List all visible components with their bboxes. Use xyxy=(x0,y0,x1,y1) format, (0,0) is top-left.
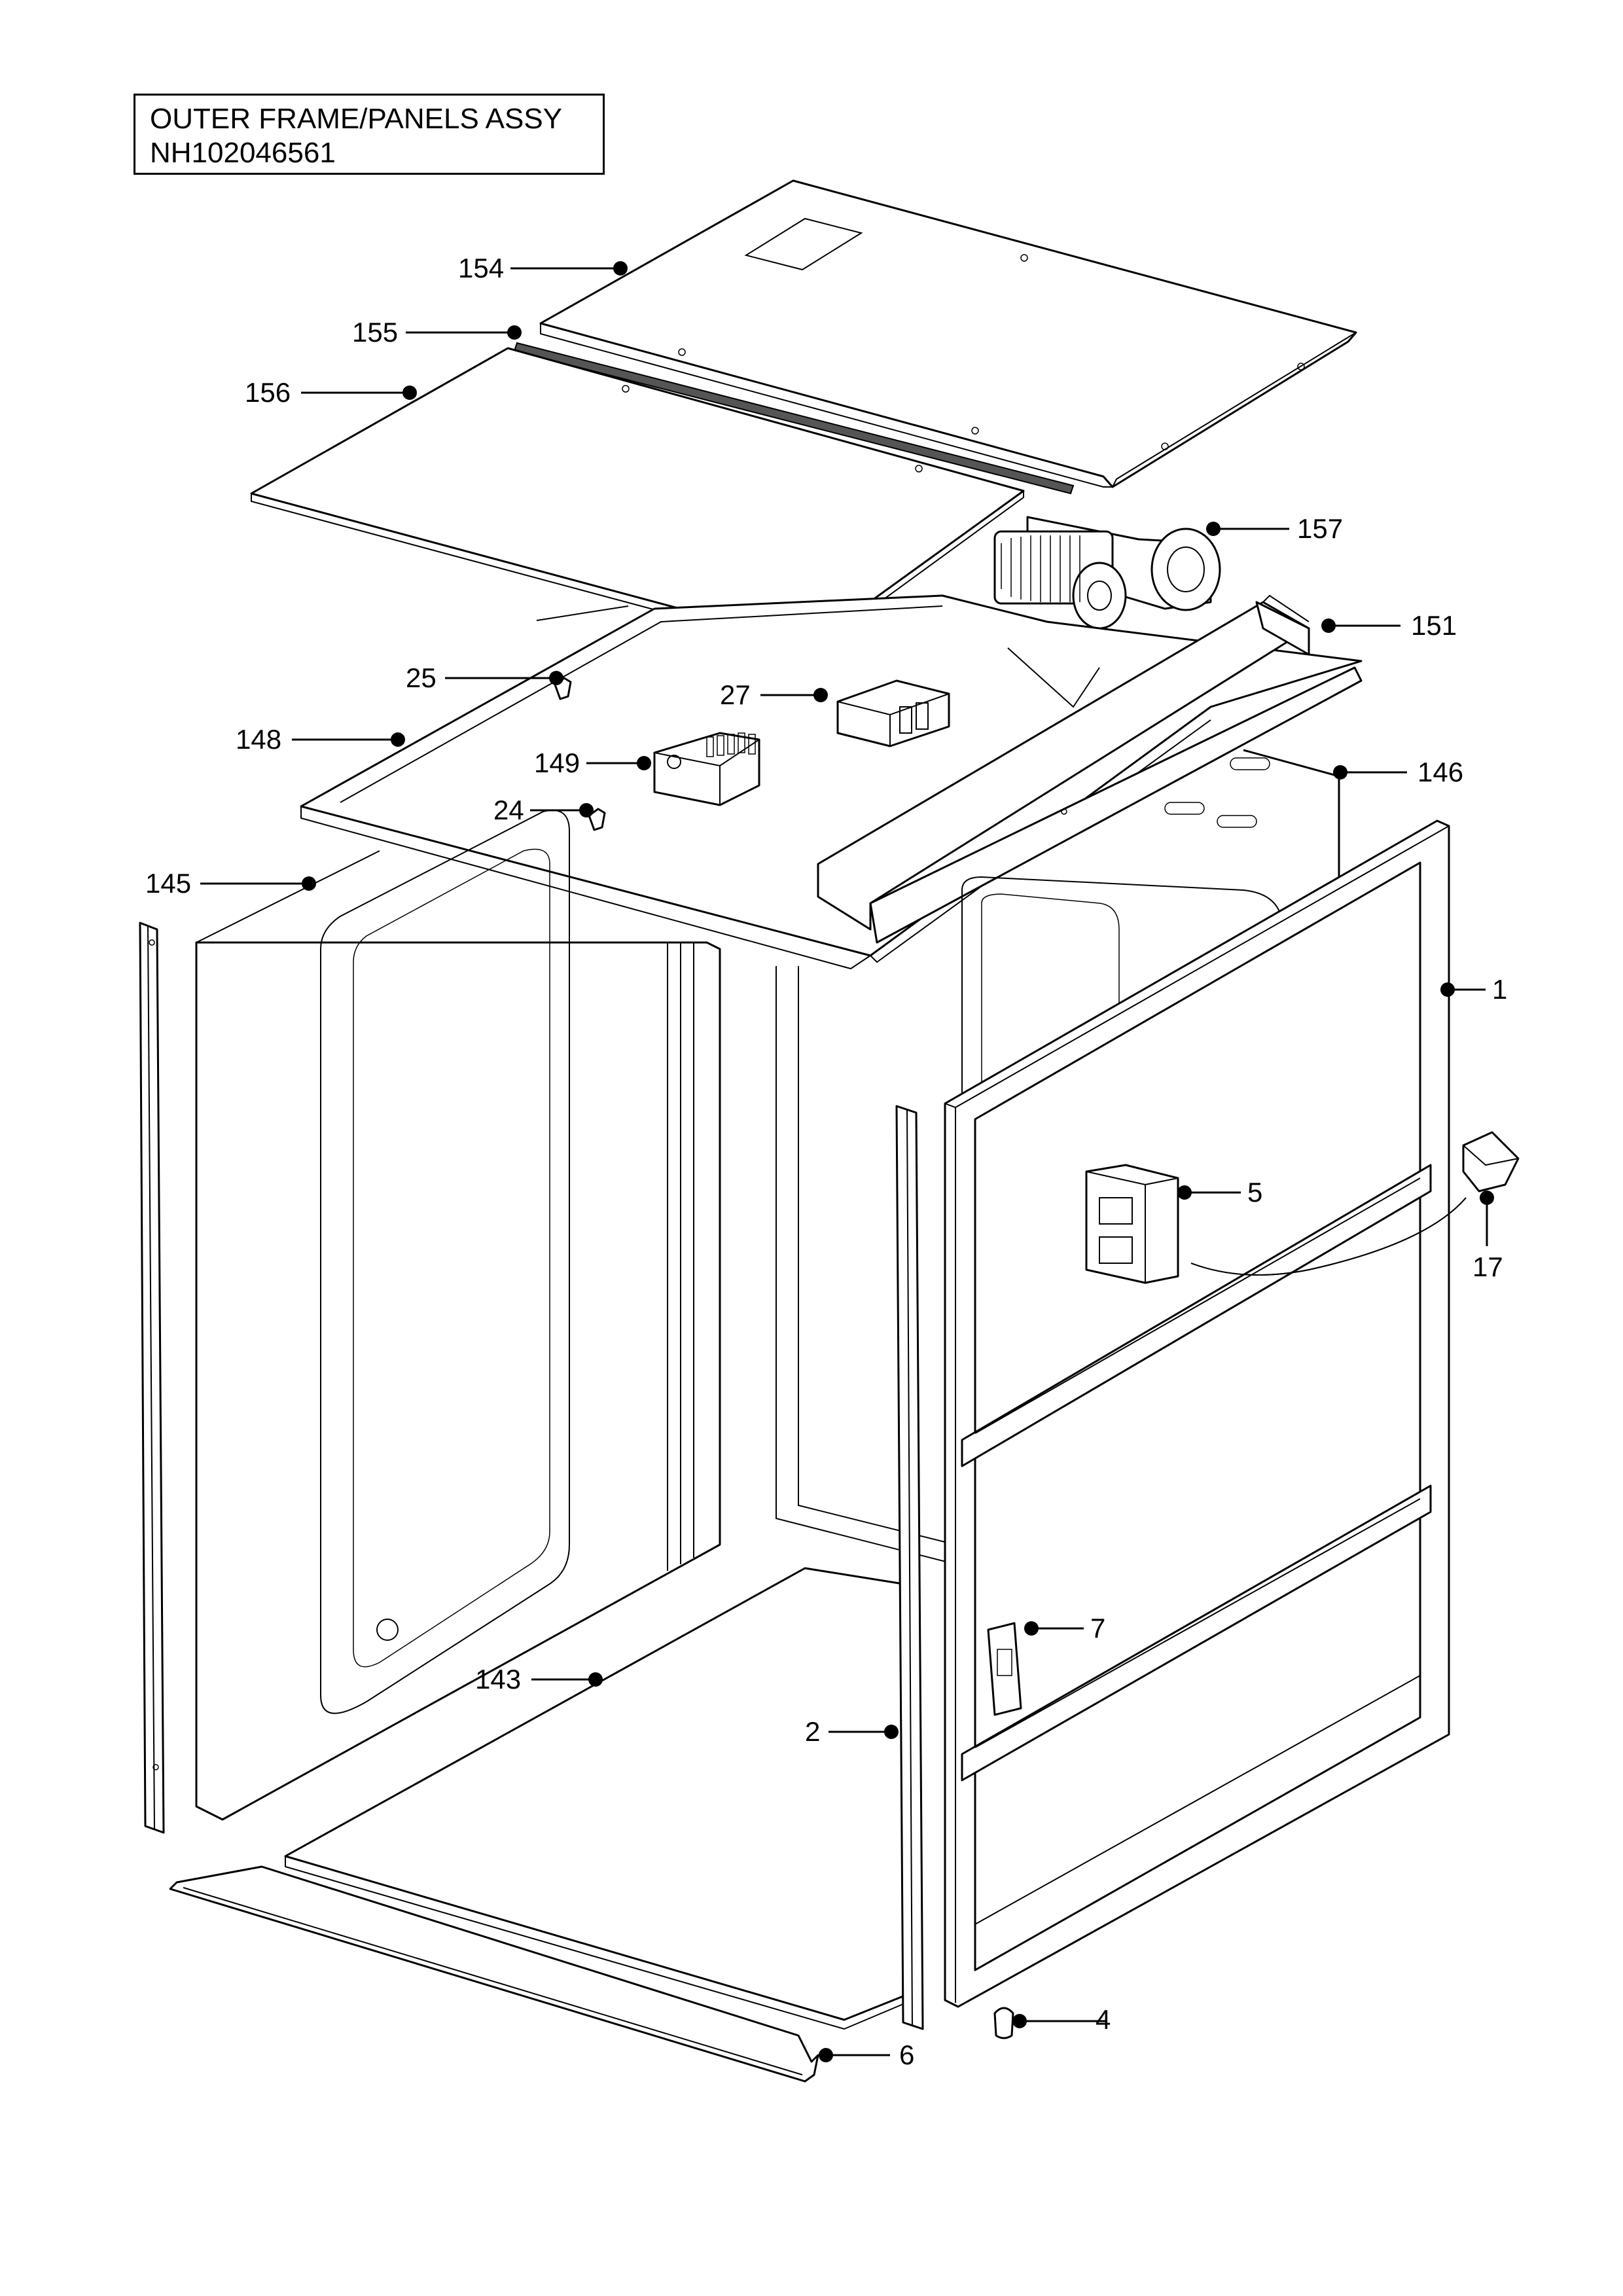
callout-7: 7 xyxy=(1024,1613,1105,1643)
callout-151: 151 xyxy=(1321,610,1457,641)
part-151-air-duct xyxy=(817,594,1363,944)
svg-text:156: 156 xyxy=(245,377,291,408)
callout-146: 146 xyxy=(1333,757,1463,787)
part-7-bracket xyxy=(987,1622,1022,1716)
callout-27: 27 xyxy=(720,679,828,710)
callout-157: 157 xyxy=(1206,513,1343,544)
diagram-title-box: OUTER FRAME/PANELS ASSY NH102046561 xyxy=(134,94,605,175)
svg-text:145: 145 xyxy=(145,868,191,899)
svg-text:155: 155 xyxy=(352,317,398,348)
callout-25: 25 xyxy=(406,662,563,693)
part-149-terminal-block xyxy=(653,732,760,806)
callout-154: 154 xyxy=(458,253,628,283)
svg-text:157: 157 xyxy=(1297,513,1343,544)
part-5-control-module xyxy=(1085,1164,1179,1284)
svg-text:6: 6 xyxy=(899,2039,914,2070)
svg-text:143: 143 xyxy=(475,1664,521,1695)
svg-text:24: 24 xyxy=(493,795,524,825)
part-24-clip xyxy=(588,808,606,831)
svg-text:149: 149 xyxy=(534,747,580,778)
svg-text:151: 151 xyxy=(1411,610,1457,641)
part-2-front-upright xyxy=(895,1105,924,2030)
part-155-seal-strip xyxy=(513,342,1075,495)
part-1-front-frame xyxy=(944,819,1450,2008)
svg-text:17: 17 xyxy=(1472,1251,1503,1282)
diagram-title: OUTER FRAME/PANELS ASSY xyxy=(150,103,563,135)
svg-text:7: 7 xyxy=(1090,1613,1105,1643)
callout-6: 6 xyxy=(819,2039,914,2070)
callout-148: 148 xyxy=(236,724,405,755)
svg-text:1: 1 xyxy=(1492,974,1507,1005)
svg-text:4: 4 xyxy=(1096,2004,1111,2035)
svg-text:25: 25 xyxy=(406,662,437,693)
left-upright-strip xyxy=(139,922,165,1834)
svg-text:27: 27 xyxy=(720,679,751,710)
callout-145: 145 xyxy=(145,868,316,899)
diagram-part-number: NH102046561 xyxy=(150,137,336,169)
svg-text:5: 5 xyxy=(1247,1177,1262,1208)
svg-text:148: 148 xyxy=(236,724,281,755)
callout-2: 2 xyxy=(805,1716,899,1747)
part-154-top-cover xyxy=(539,179,1357,488)
callouts: 154 155 156 157 151 25 xyxy=(145,253,1507,2070)
callout-4: 4 xyxy=(1012,2004,1111,2035)
part-4-foot xyxy=(993,2007,1014,2039)
part-145-side-panel xyxy=(195,810,721,1821)
callout-143: 143 xyxy=(475,1664,603,1695)
callout-149: 149 xyxy=(534,747,651,778)
callout-1: 1 xyxy=(1440,974,1507,1005)
callout-155: 155 xyxy=(352,317,522,348)
callout-156: 156 xyxy=(245,377,417,408)
part-27-switch-block xyxy=(836,679,950,747)
callout-5: 5 xyxy=(1177,1177,1262,1208)
part-157-fan-motor xyxy=(993,516,1221,630)
part-6-front-trim xyxy=(169,1865,819,2083)
svg-text:146: 146 xyxy=(1418,757,1463,787)
callout-24: 24 xyxy=(493,795,594,825)
svg-text:154: 154 xyxy=(458,253,504,283)
svg-text:2: 2 xyxy=(805,1716,820,1747)
part-17-power-cable xyxy=(1190,1131,1520,1276)
callout-17: 17 xyxy=(1472,1191,1503,1282)
